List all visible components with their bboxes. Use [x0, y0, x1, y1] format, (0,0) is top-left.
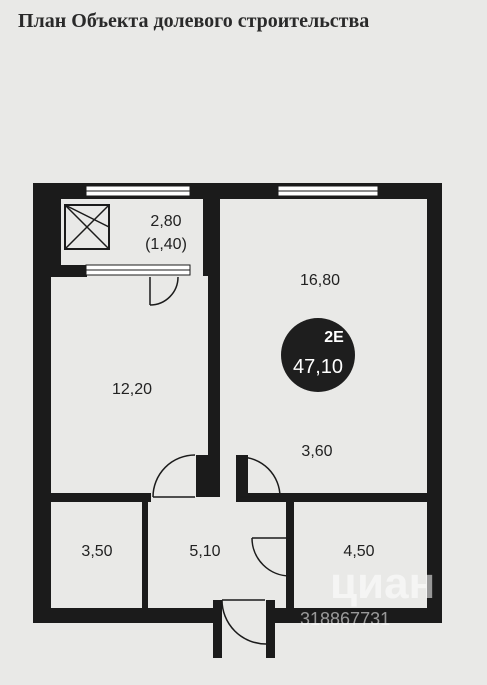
wall-right-room-bottom: [236, 493, 427, 502]
windows: [85, 185, 379, 197]
bathroom-area: 3,50: [81, 543, 112, 560]
wall-bath-right: [142, 502, 148, 608]
watermark: циан 318867731: [300, 559, 435, 629]
wall-balcony-bottom: [51, 265, 87, 277]
wall-entry-right: [266, 600, 275, 658]
storage-area: 4,50: [343, 543, 374, 560]
watermark-id: 318867731: [300, 609, 390, 629]
kitchen-zone-area: 3,60: [301, 443, 332, 460]
wall-kitchen-bottom: [236, 455, 248, 497]
interior-walls: [51, 199, 427, 608]
wall-bottom-left: [33, 608, 218, 623]
badge-circle: [281, 318, 355, 392]
balcony-area: 2,80: [150, 213, 181, 230]
balcony-area-note: (1,40): [145, 236, 187, 253]
door-swings: [149, 276, 291, 645]
badge-type: 2E: [324, 329, 344, 346]
room-right-area: 16,80: [300, 272, 340, 289]
wall-balcony-left: [51, 199, 61, 265]
watermark-brand: циан: [330, 559, 435, 608]
badge-total-area: 47,10: [293, 356, 343, 378]
wall-entry-left: [213, 600, 222, 658]
wall-storage-left: [286, 502, 294, 608]
plan-title: План Объекта долевого строительства: [18, 10, 370, 32]
wall-left: [33, 183, 51, 623]
wall-right: [427, 183, 442, 623]
room-left-area: 12,20: [112, 381, 152, 398]
balcony-details: [64, 204, 191, 276]
hallway-area: 5,10: [189, 543, 220, 560]
apartment-badge: 2E 47,10: [281, 318, 355, 392]
wall-partition-lower: [196, 455, 220, 497]
wall-left-room-bottom: [51, 493, 151, 502]
wall-partition-upper: [208, 199, 220, 455]
wall-balcony-right: [203, 199, 211, 276]
wall-bottom-right: [270, 608, 442, 623]
